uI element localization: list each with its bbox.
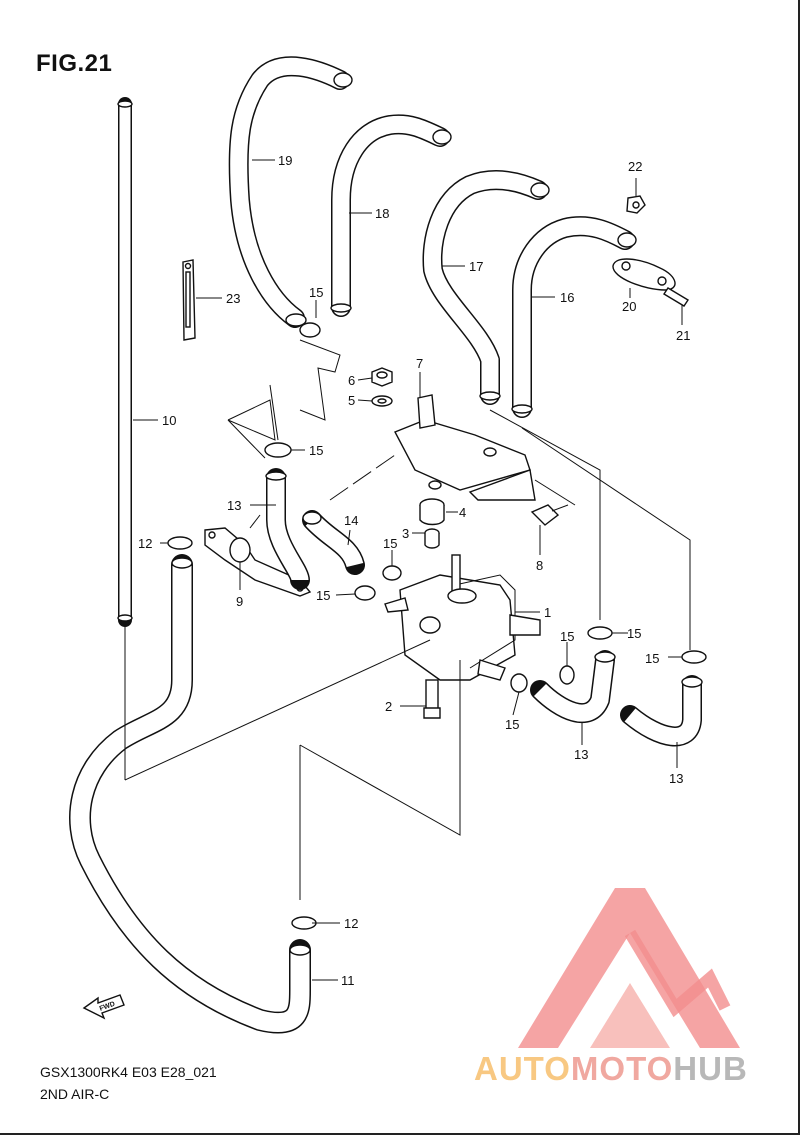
part-13-hose-right — [620, 675, 703, 747]
callout-13-c: 13 — [669, 771, 683, 786]
callout-19: 19 — [278, 153, 292, 168]
callout-1: 1 — [544, 605, 551, 620]
callout-20: 20 — [622, 299, 636, 314]
part-18-hose — [330, 114, 452, 317]
callout-5: 5 — [348, 393, 355, 408]
callout-15-g: 15 — [645, 651, 659, 666]
part-5-washer — [371, 395, 393, 407]
phantom-lines — [124, 339, 691, 900]
callout-17: 17 — [469, 259, 483, 274]
callout-15-h: 15 — [505, 717, 519, 732]
callout-15-d: 15 — [316, 588, 330, 603]
callout-16: 16 — [560, 290, 574, 305]
callout-15-c: 15 — [383, 536, 397, 551]
callout-13-b: 13 — [574, 747, 588, 762]
part-2-bolt — [423, 679, 441, 719]
watermark-logo — [518, 888, 740, 1048]
brand-hub: HUB — [673, 1050, 748, 1087]
part-23-bracket — [182, 259, 196, 341]
part-15-clamps — [167, 322, 707, 930]
callout-15-e: 15 — [560, 629, 574, 644]
part-3-spacer — [424, 528, 440, 549]
part-6-nut — [371, 367, 393, 387]
callout-7: 7 — [416, 356, 423, 371]
part-4-grommet — [419, 498, 445, 526]
part-14-hose — [302, 510, 365, 575]
callout-labels: 1 2 3 4 5 6 7 8 9 10 11 12 12 13 13 13 1… — [138, 153, 690, 988]
brand-moto: MOTO — [570, 1050, 674, 1087]
callout-9: 9 — [236, 594, 243, 609]
callout-4: 4 — [459, 505, 466, 520]
figure-title: FIG.21 — [36, 50, 113, 77]
part-8-bolt — [530, 504, 569, 526]
part-21-stud — [663, 287, 689, 307]
part-17-hose — [422, 170, 550, 405]
part-11-hose — [69, 554, 311, 1034]
callout-15-f: 15 — [627, 626, 641, 641]
diagram-name: 2ND AIR-C — [40, 1086, 110, 1102]
callout-2: 2 — [385, 699, 392, 714]
callout-22: 22 — [628, 159, 642, 174]
callout-3: 3 — [402, 526, 409, 541]
part-22-nut — [626, 195, 646, 214]
callout-15-a: 15 — [309, 285, 323, 300]
leader-lines — [133, 159, 683, 981]
part-19-hose — [228, 56, 353, 328]
brand-auto: AUTO — [474, 1050, 571, 1087]
callout-13-a: 13 — [227, 498, 241, 513]
callout-10: 10 — [162, 413, 176, 428]
callout-6: 6 — [348, 373, 355, 388]
callout-14: 14 — [344, 513, 358, 528]
part-13-hose-middle — [530, 650, 616, 724]
callout-18: 18 — [375, 206, 389, 221]
callout-21: 21 — [676, 328, 690, 343]
callout-12-b: 12 — [344, 916, 358, 931]
callout-23: 23 — [226, 291, 240, 306]
model-code: GSX1300RK4 E03 E28_021 — [40, 1064, 217, 1080]
callout-8: 8 — [536, 558, 543, 573]
fwd-arrow-icon: FWD — [82, 994, 125, 1020]
callout-12-a: 12 — [138, 536, 152, 551]
callout-11: 11 — [341, 973, 355, 988]
part-16-hose — [511, 216, 637, 418]
part-20-gasket — [612, 258, 676, 291]
part-1-valve — [384, 554, 541, 681]
callout-15-b: 15 — [309, 443, 323, 458]
part-10-pipe — [117, 97, 133, 627]
part-13-hose-left — [265, 468, 310, 590]
watermark-brand-text: AUTOMOTOHUB — [474, 1050, 748, 1088]
part-7-bracket — [394, 394, 536, 501]
